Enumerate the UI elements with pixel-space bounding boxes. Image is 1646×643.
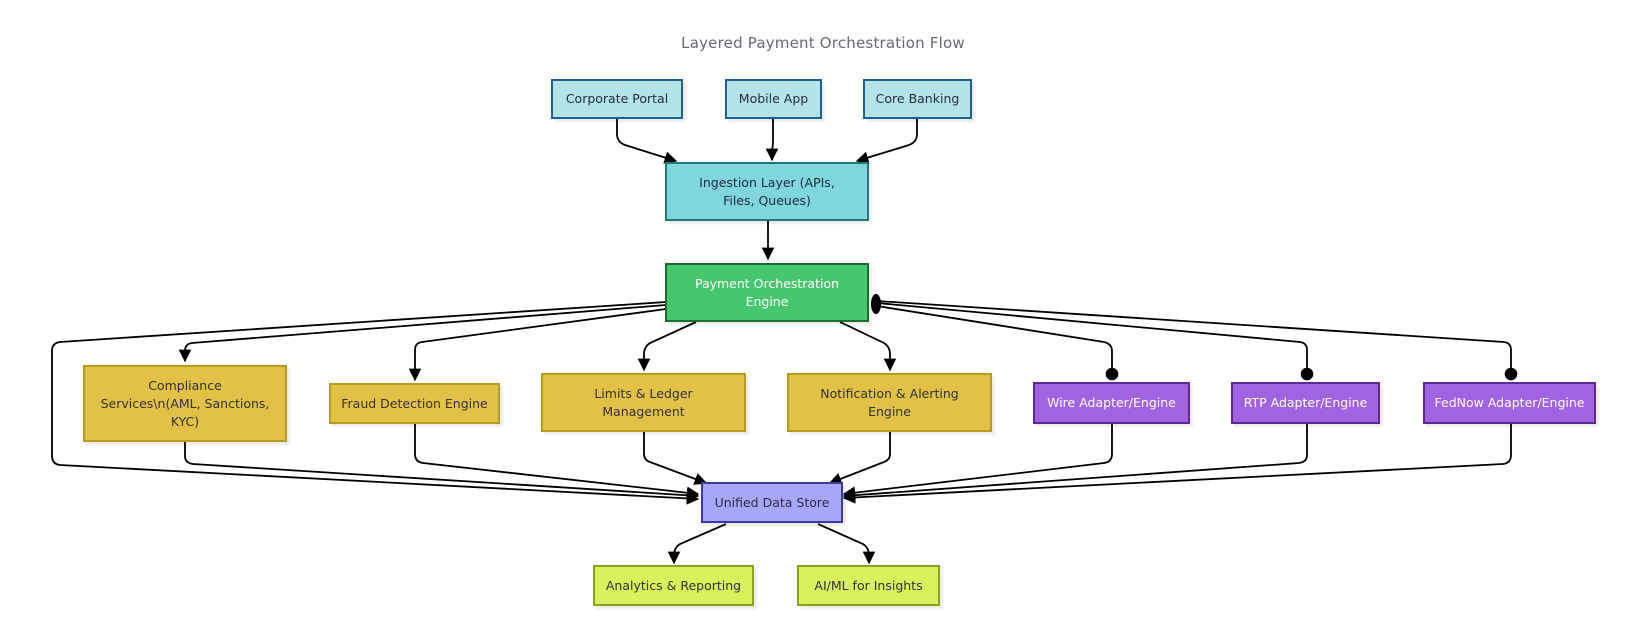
node-label: Payment Orchestration Engine bbox=[694, 275, 840, 309]
node-label: Ingestion Layer (APIs, Files, Queues) bbox=[699, 174, 835, 208]
edge-fraud-to-store bbox=[414, 423, 700, 499]
edge-fednow-to-store bbox=[842, 424, 1512, 504]
edge-rtp-to-store bbox=[842, 424, 1308, 502]
node-label: Wire Adapter/Engine bbox=[1047, 395, 1176, 410]
node-label: AI/ML for Insights bbox=[814, 577, 923, 593]
node-limits-ledger-management[interactable]: Limits & Ledger Management bbox=[541, 373, 746, 432]
node-rtp-adapter[interactable]: RTP Adapter/Engine bbox=[1231, 382, 1380, 424]
edge-store-to-aiml bbox=[817, 523, 876, 565]
node-fraud-detection-engine[interactable]: Fraud Detection Engine bbox=[329, 383, 500, 424]
node-payment-orchestration-engine[interactable]: Payment Orchestration Engine bbox=[665, 263, 869, 322]
node-label: Mobile App bbox=[738, 91, 809, 106]
node-mobile-app[interactable]: Mobile App bbox=[725, 79, 822, 119]
node-unified-data-store[interactable]: Unified Data Store bbox=[701, 482, 843, 523]
node-ingestion-layer[interactable]: Ingestion Layer (APIs, Files, Queues) bbox=[665, 162, 869, 221]
node-notification-alerting-engine[interactable]: Notification & Alerting Engine bbox=[787, 373, 992, 432]
node-label: Unified Data Store bbox=[714, 494, 830, 510]
node-compliance-services[interactable]: Compliance Services\n(AML, Sanctions, KY… bbox=[83, 365, 287, 442]
edge-mobile-app-to-ingestion bbox=[765, 119, 779, 162]
engine-adapter-junction bbox=[871, 294, 881, 314]
node-label: Analytics & Reporting bbox=[605, 577, 742, 593]
edge-engine-to-notification bbox=[839, 321, 897, 372]
edge-engine-to-rtp bbox=[876, 302, 1314, 381]
node-label: RTP Adapter/Engine bbox=[1243, 395, 1368, 410]
node-label: Corporate Portal bbox=[565, 91, 669, 106]
edge-store-to-analytics bbox=[667, 523, 727, 565]
edge-engine-to-store bbox=[51, 301, 700, 505]
node-analytics-reporting[interactable]: Analytics & Reporting bbox=[593, 565, 754, 606]
node-label: Compliance Services\n(AML, Sanctions, KY… bbox=[100, 377, 270, 429]
node-label: Fraud Detection Engine bbox=[341, 395, 488, 411]
edge-compliance-to-store bbox=[184, 441, 700, 502]
edge-engine-to-wire bbox=[876, 305, 1119, 381]
edge-engine-to-fednow bbox=[876, 300, 1518, 381]
node-wire-adapter[interactable]: Wire Adapter/Engine bbox=[1033, 382, 1190, 424]
diagram-title: Layered Payment Orchestration Flow bbox=[681, 34, 965, 52]
edge-limits-to-store bbox=[643, 432, 708, 485]
node-aiml-insights[interactable]: AI/ML for Insights bbox=[797, 565, 940, 606]
node-core-banking[interactable]: Core Banking bbox=[863, 79, 972, 119]
node-label: Limits & Ledger Management bbox=[594, 385, 693, 419]
node-corporate-portal[interactable]: Corporate Portal bbox=[551, 79, 683, 119]
edge-engine-to-limits bbox=[637, 321, 697, 372]
edge-notification-to-store bbox=[828, 432, 891, 485]
node-label: Notification & Alerting Engine bbox=[820, 385, 959, 419]
edge-core-banking-to-ingestion bbox=[855, 119, 918, 164]
edge-engine-to-compliance bbox=[178, 304, 667, 363]
edge-wire-to-store bbox=[842, 424, 1113, 499]
node-label: Core Banking bbox=[875, 91, 960, 106]
edge-engine-to-fraud bbox=[408, 308, 667, 382]
node-fednow-adapter[interactable]: FedNow Adapter/Engine bbox=[1423, 382, 1596, 424]
node-label: FedNow Adapter/Engine bbox=[1434, 395, 1585, 410]
edge-corporate-portal-to-ingestion bbox=[616, 119, 678, 164]
